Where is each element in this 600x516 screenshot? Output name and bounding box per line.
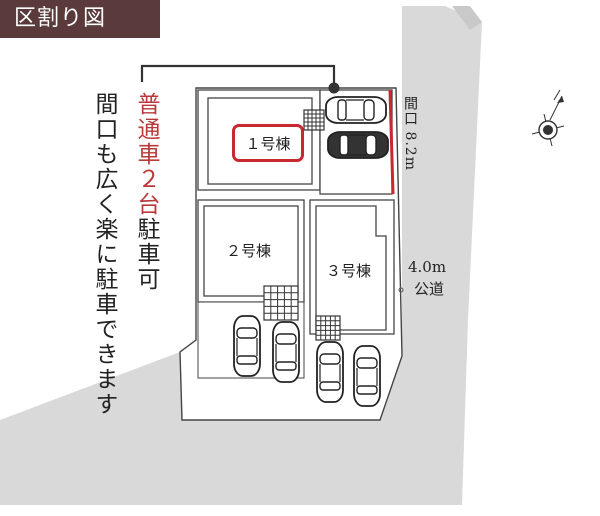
car-icon <box>327 131 389 159</box>
road-width: 4.0m <box>408 258 447 276</box>
road-marker <box>398 287 404 293</box>
callout-line-1: 普通車２台駐車可 <box>133 92 159 292</box>
car-icon <box>272 321 300 383</box>
frontage-line <box>388 89 395 195</box>
callout-line-2: 間口も広く楽に駐車できます <box>91 92 117 417</box>
car-icon <box>316 341 344 403</box>
frontage-label: 間口 8.2m <box>402 96 418 171</box>
lot-1-label: １号棟 <box>232 124 304 162</box>
lot-2-label: ２号棟 <box>226 242 272 260</box>
car-icon <box>325 96 387 124</box>
car-group <box>233 96 389 407</box>
header-title: 区割り図 <box>0 0 160 38</box>
meter-box-icon <box>315 315 341 341</box>
bracket-dot <box>328 82 340 94</box>
callout-highlight: 普通車２台 <box>133 92 159 217</box>
callout-line-1-rest: 駐車可 <box>133 217 159 292</box>
meter-box-icon <box>303 109 325 131</box>
lot-3-label: ３号棟 <box>326 262 372 280</box>
meter-box-group <box>263 109 341 341</box>
callout-bracket <box>140 64 336 86</box>
compass-north-icon <box>531 89 565 147</box>
car-icon <box>233 315 261 377</box>
road-top-notch <box>452 6 482 30</box>
lot-2-building <box>203 205 299 297</box>
road-type: 公道 <box>414 280 445 298</box>
road-area <box>0 6 482 505</box>
meter-box-icon <box>263 285 299 321</box>
car-icon <box>353 345 381 407</box>
